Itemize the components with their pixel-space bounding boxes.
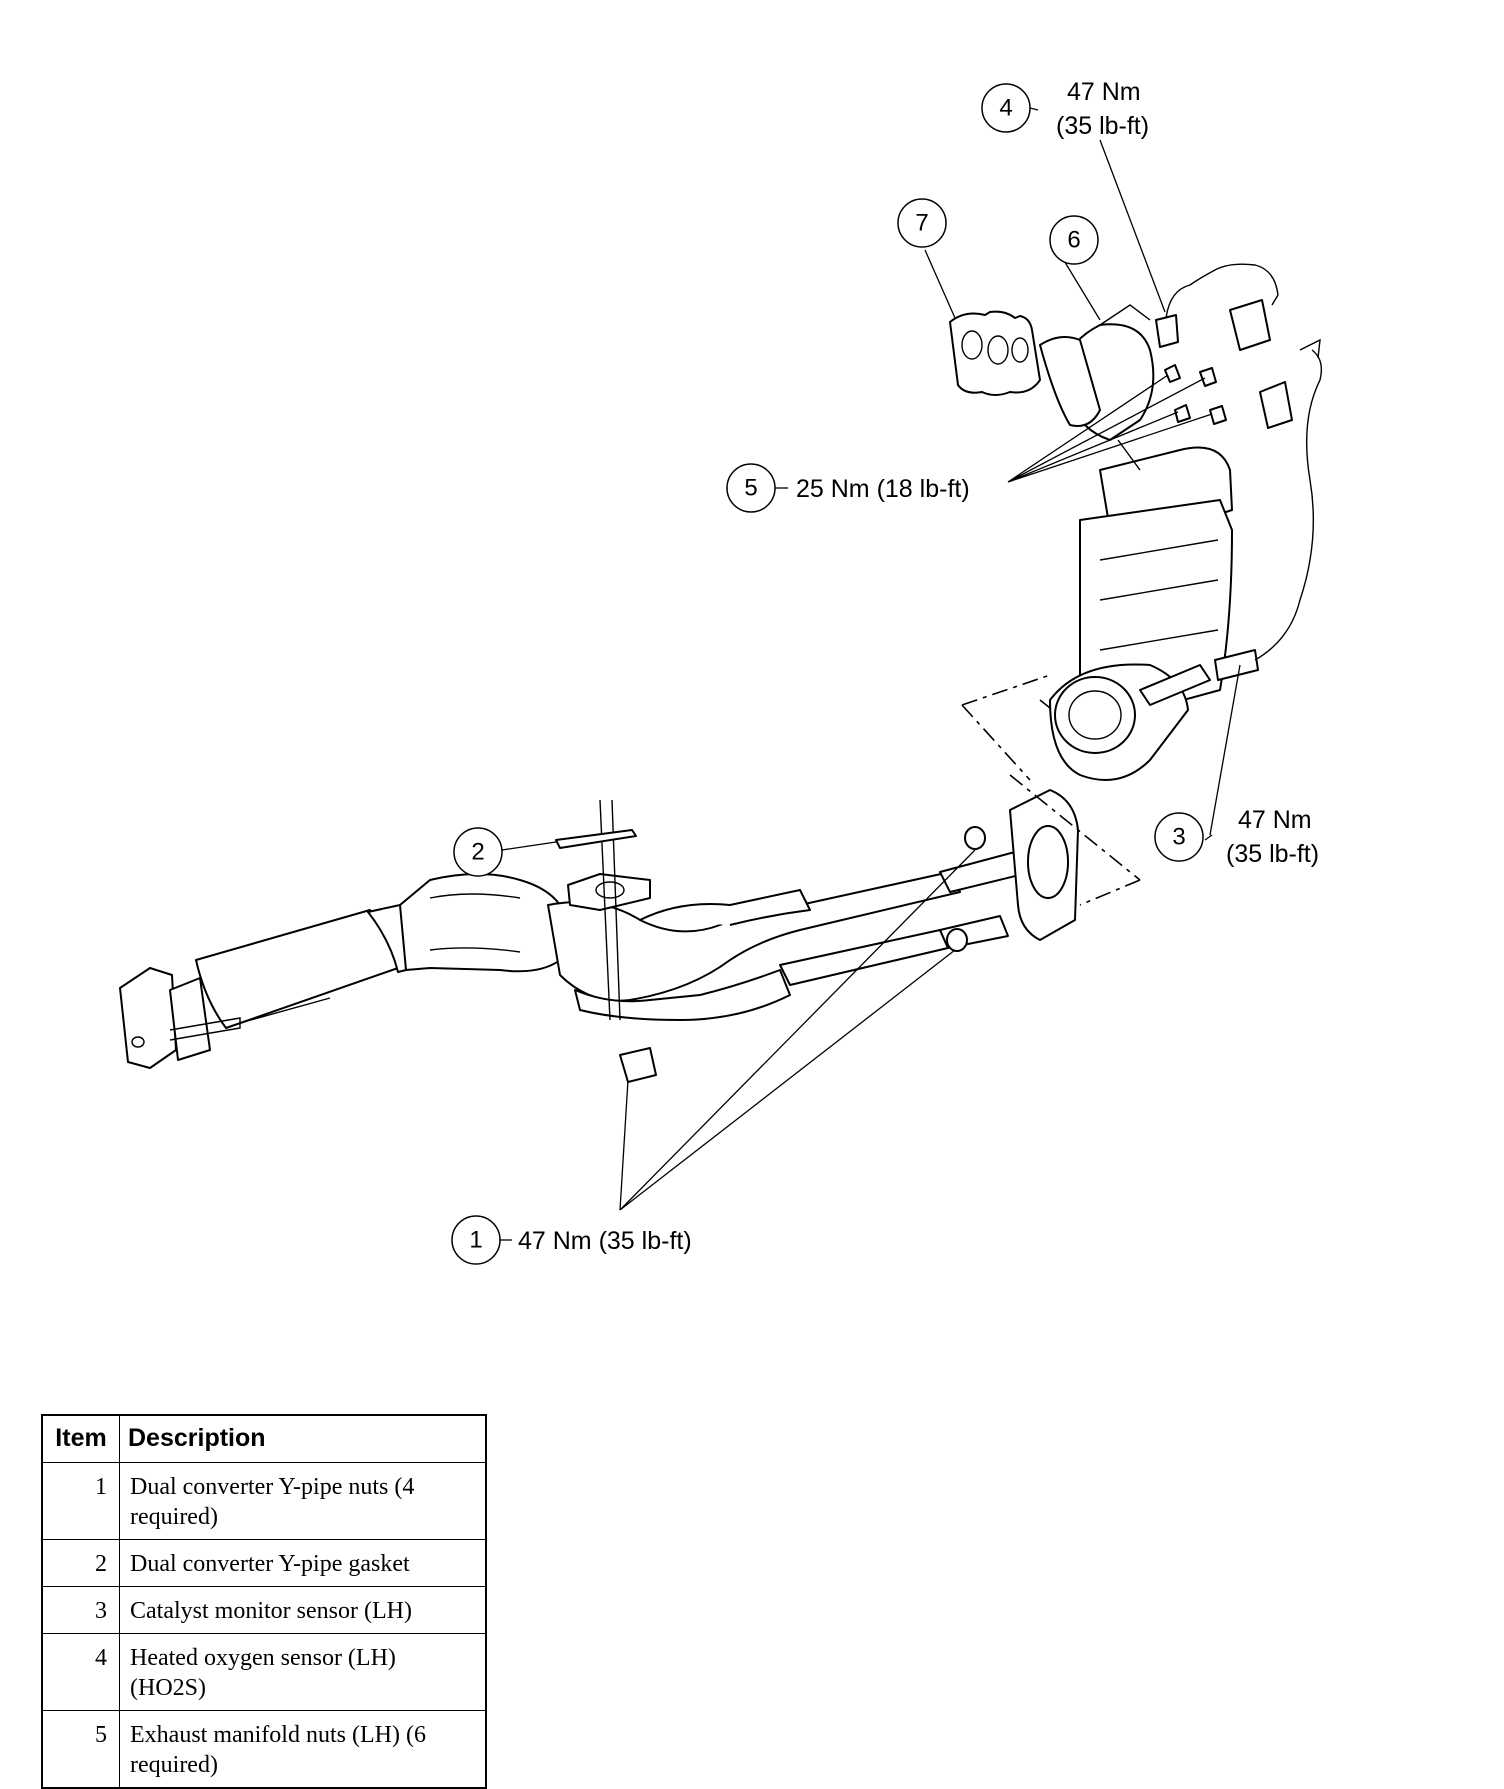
callout-6: 6 xyxy=(1049,215,1099,265)
dashed-outline xyxy=(961,674,1141,906)
legend-item-number: 1 xyxy=(41,1462,120,1540)
callout-7: 7 xyxy=(897,198,947,248)
callout-1: 1 47 Nm (35 lb-ft) xyxy=(451,1215,692,1265)
legend-header-row: Item Description xyxy=(41,1414,487,1463)
table-row: 1 Dual converter Y-pipe nuts (4 required… xyxy=(41,1462,487,1540)
exhaust-system-diagram: 1 47 Nm (35 lb-ft) 2 3 47 Nm (35 lb-ft) … xyxy=(119,78,1323,1265)
table-row: 3 Catalyst monitor sensor (LH) xyxy=(41,1586,487,1634)
callout-3-spec-line2: (35 lb-ft) xyxy=(1226,840,1319,868)
legend-header-item: Item xyxy=(41,1414,120,1463)
callout-5-number: 5 xyxy=(744,475,757,502)
callout-2-number: 2 xyxy=(471,839,484,866)
table-row: 4 Heated oxygen sensor (LH) (HO2S) xyxy=(41,1633,487,1711)
table-row: 2 Dual converter Y-pipe gasket xyxy=(41,1539,487,1587)
callout-1-number: 1 xyxy=(469,1227,482,1254)
callout-3: 3 47 Nm (35 lb-ft) xyxy=(1154,806,1319,868)
legend-item-description: Heated oxygen sensor (LH) (HO2S) xyxy=(119,1633,487,1711)
legend-header-description: Description xyxy=(119,1414,487,1463)
rear-muffler-assembly xyxy=(119,873,561,1069)
callout-4-spec-line2: (35 lb-ft) xyxy=(1056,112,1149,140)
legend-item-number: 2 xyxy=(41,1539,120,1587)
legend-item-number: 3 xyxy=(41,1586,120,1634)
callout-4-number: 4 xyxy=(999,95,1012,122)
callout-7-number: 7 xyxy=(915,210,928,237)
y-pipe-gasket xyxy=(555,829,637,849)
legend-item-description: Dual converter Y-pipe gasket xyxy=(119,1539,487,1587)
manifold-gasket xyxy=(949,310,1041,396)
callout-1-spec: 47 Nm (35 lb-ft) xyxy=(518,1227,692,1255)
table-row: 5 Exhaust manifold nuts (LH) (6 required… xyxy=(41,1710,487,1789)
callout-5: 5 25 Nm (18 lb-ft) xyxy=(726,463,970,513)
catalyst-monitor-sensor xyxy=(1214,338,1323,681)
callout-3-number: 3 xyxy=(1172,824,1185,851)
heated-oxygen-sensor xyxy=(1155,263,1279,351)
legend-item-number: 5 xyxy=(41,1710,120,1789)
y-pipe-assembly xyxy=(547,789,1079,1083)
callout-3-spec-line1: 47 Nm xyxy=(1238,806,1312,834)
callout-2: 2 xyxy=(453,827,503,877)
callout-4-spec-line1: 47 Nm xyxy=(1067,78,1141,106)
callout-5-spec: 25 Nm (18 lb-ft) xyxy=(796,475,970,503)
callout-4: 4 47 Nm (35 lb-ft) xyxy=(981,78,1149,140)
legend-item-description: Exhaust manifold nuts (LH) (6 required) xyxy=(119,1710,487,1789)
legend-item-description: Catalyst monitor sensor (LH) xyxy=(119,1586,487,1634)
legend-item-number: 4 xyxy=(41,1633,120,1711)
nuts xyxy=(946,364,1227,952)
callout-6-number: 6 xyxy=(1067,227,1080,254)
legend-item-description: Dual converter Y-pipe nuts (4 required) xyxy=(119,1462,487,1540)
catalytic-converter xyxy=(1049,446,1233,781)
leader-lines xyxy=(501,107,1241,1211)
legend-table: Item Description 1 Dual converter Y-pipe… xyxy=(41,1414,487,1789)
exhaust-manifold xyxy=(1039,304,1155,471)
